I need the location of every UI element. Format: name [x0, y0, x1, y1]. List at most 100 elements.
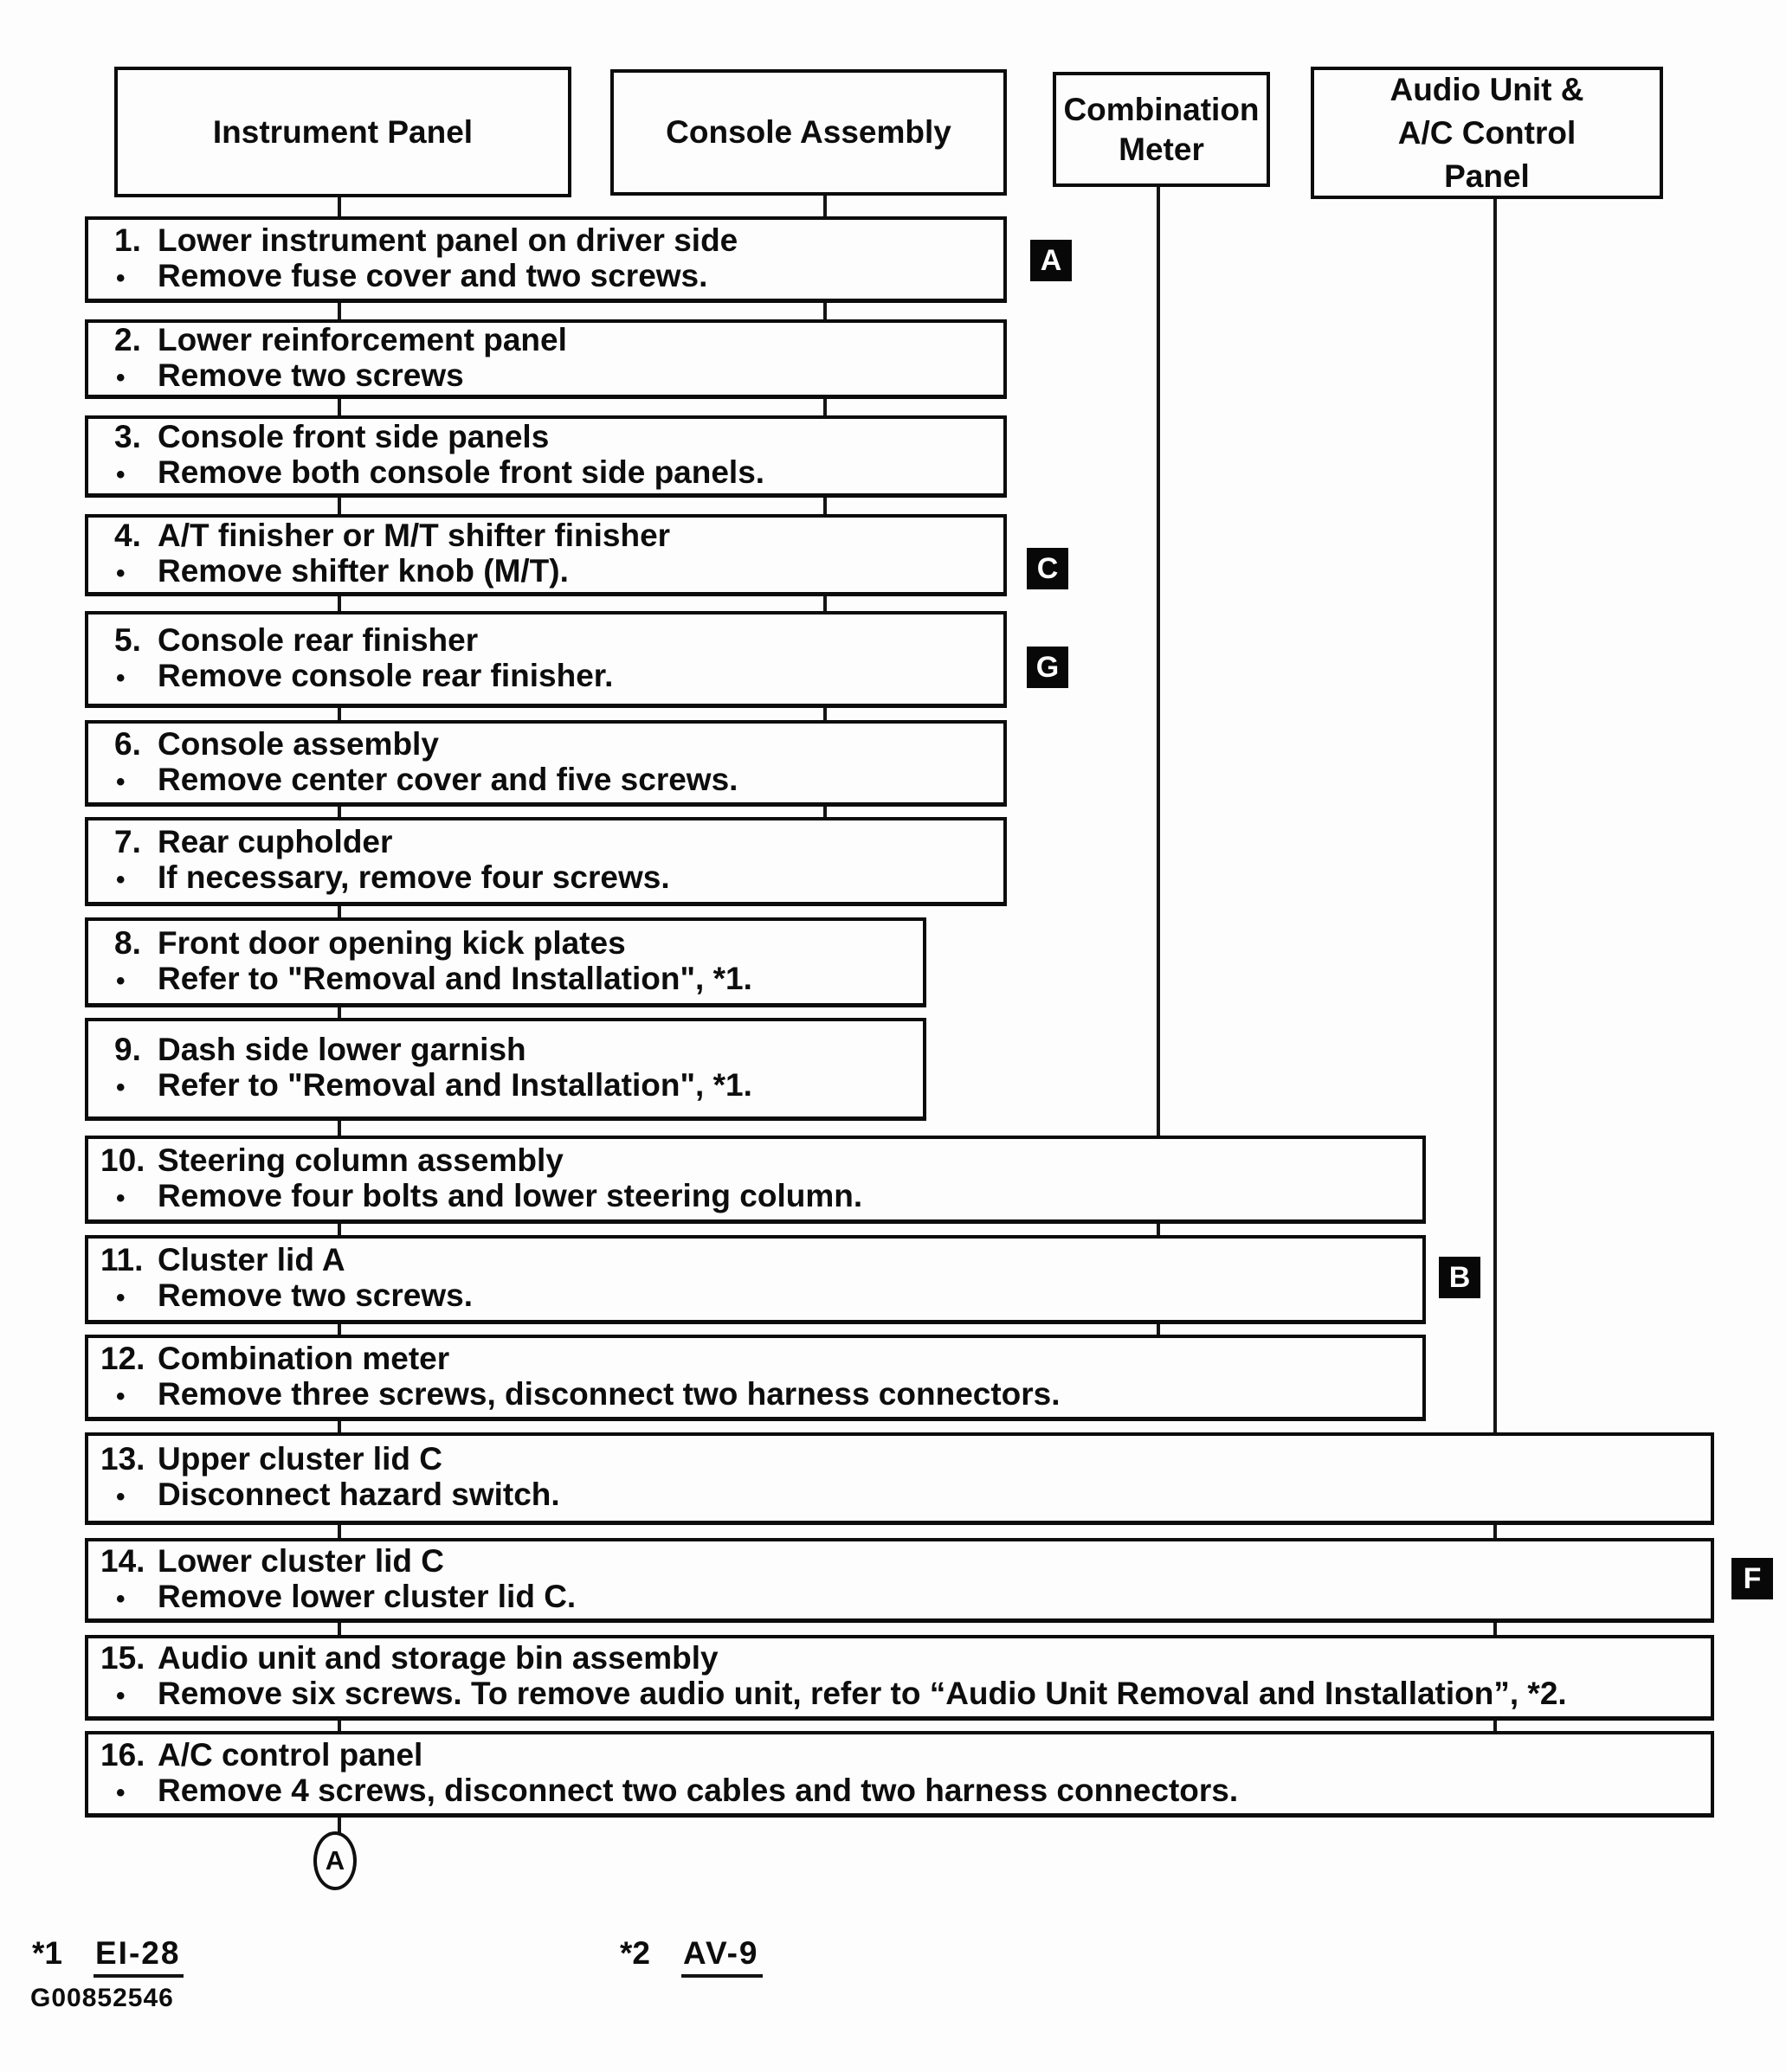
bullet-icon: •: [116, 1073, 126, 1102]
step-box-15: 15.Audio unit and storage bin assembly •…: [85, 1635, 1714, 1721]
bullet-icon: •: [116, 559, 126, 588]
step-number: 5.: [114, 621, 141, 658]
header-label: Console Assembly: [666, 114, 951, 150]
step-instruction: Remove three screws, disconnect two harn…: [158, 1375, 1061, 1412]
step-number: 1.: [114, 222, 141, 258]
step-box-8: 8.Front door opening kick plates •Refer …: [85, 917, 926, 1007]
header-label: Instrument Panel: [212, 113, 474, 150]
step-instruction: Remove both console front side panels.: [158, 454, 765, 490]
step-number: 3.: [114, 419, 141, 454]
section-tag-g: G: [1027, 647, 1068, 688]
footnote-marker: *1: [32, 1935, 62, 1971]
step-number: 9.: [114, 1032, 141, 1067]
step-box-13: 13. Upper cluster lid C • Disconnect hazar…: [85, 1432, 1714, 1525]
step-number: 6.: [114, 725, 141, 762]
step-number: 14.: [100, 1542, 145, 1579]
step-number: 11.: [100, 1242, 144, 1277]
step-box-12: 12. Combination meter • Remove three screw…: [85, 1335, 1426, 1421]
step-instruction: Remove 4 screws, disconnect two cables a…: [158, 1772, 1239, 1808]
section-tag-c: C: [1027, 548, 1068, 589]
combination-meter-connector-line: [1157, 187, 1160, 1336]
bullet-icon: •: [116, 663, 126, 692]
footnote-page-link[interactable]: EI-28: [93, 1935, 184, 1978]
step-box-9: 9. Dash side lower garnish • Refer to "Rem…: [85, 1018, 926, 1121]
step-number: 7.: [114, 824, 141, 859]
step-box-6: 6. Console assembly • Remove center cover …: [85, 720, 1007, 807]
step-box-3: 3. Console front side panels • Remove both…: [85, 415, 1007, 498]
figure-code: G00852546: [30, 1984, 174, 2012]
bullet-icon: •: [116, 1381, 126, 1411]
step-title: Cluster lid A: [158, 1242, 345, 1277]
step-box-1: 1.Lower instrument panel on driver side …: [85, 216, 1007, 303]
step-instruction: Remove six screws. To remove audio unit,…: [158, 1676, 1567, 1711]
step-title: Console front side panels: [158, 419, 550, 454]
bullet-icon: •: [116, 966, 126, 995]
step-box-4: 4. A/T finisher or M/T shifter finisher •…: [85, 514, 1007, 596]
step-title: Audio unit and storage bin assembly: [158, 1640, 719, 1676]
step-title: Combination meter: [158, 1340, 450, 1376]
step-title: Console assembly: [158, 725, 439, 762]
continuation-label: A: [325, 1845, 345, 1876]
bullet-icon: •: [116, 1584, 126, 1613]
step-box-5: 5.Console rear finisher •Remove console …: [85, 611, 1007, 708]
step-number: 10.: [100, 1142, 145, 1178]
step-number: 12.: [100, 1340, 145, 1376]
step-number: 15.: [100, 1640, 145, 1676]
step-box-2: 2. Lower reinforcement panel • Remove two …: [85, 319, 1007, 399]
step-title: Front door opening kick plates: [158, 924, 626, 961]
step-instruction: If necessary, remove four screws.: [158, 859, 670, 895]
footnote-marker: *2: [620, 1935, 650, 1971]
step-title: Rear cupholder: [158, 824, 393, 859]
step-number: 8.: [114, 924, 141, 961]
step-box-16: 16.A/C control panel •Remove 4 screws, d…: [85, 1731, 1714, 1818]
console-assembly-connector-line: [823, 196, 827, 819]
step-title: Dash side lower garnish: [158, 1032, 526, 1067]
step-box-11: 11. Cluster lid A • Remove two screws.: [85, 1235, 1426, 1324]
step-title: A/C control panel: [158, 1736, 423, 1773]
instrument-panel-connector-line: [338, 197, 341, 1833]
section-tag-a: A: [1030, 240, 1072, 281]
step-title: Lower instrument panel on driver side: [158, 222, 738, 258]
footnote-page-link[interactable]: AV-9: [680, 1935, 763, 1978]
step-instruction: Remove four bolts and lower steering col…: [158, 1177, 863, 1213]
step-number: 2.: [114, 321, 141, 357]
bullet-icon: •: [116, 1183, 126, 1213]
header-label: Combination Meter: [1063, 91, 1260, 167]
step-number: 4.: [114, 518, 141, 553]
bullet-icon: •: [116, 865, 126, 894]
header-box-console-assembly: Console Assembly: [610, 69, 1007, 196]
step-box-10: 10. Steering column assembly • Remove four…: [85, 1136, 1426, 1224]
step-instruction: Disconnect hazard switch.: [158, 1477, 560, 1512]
footnote-2: *2 AV-9: [620, 1935, 763, 1978]
bullet-icon: •: [116, 263, 126, 293]
step-instruction: Refer to "Removal and Installation", *1.: [158, 1067, 752, 1103]
step-instruction: Remove two screws.: [158, 1277, 473, 1313]
bullet-icon: •: [116, 1778, 126, 1807]
step-title: Lower reinforcement panel: [158, 321, 567, 357]
bullet-icon: •: [116, 363, 126, 392]
header-box-audio-ac-panel: Audio Unit & A/C Control Panel: [1311, 67, 1663, 199]
step-title: Console rear finisher: [158, 621, 479, 658]
step-title: Steering column assembly: [158, 1142, 564, 1178]
step-instruction: Remove center cover and five screws.: [158, 761, 738, 797]
step-title: Upper cluster lid C: [158, 1441, 442, 1477]
header-box-instrument-panel: Instrument Panel: [114, 67, 571, 197]
bullet-icon: •: [116, 767, 126, 796]
step-instruction: Remove shifter knob (M/T).: [158, 553, 569, 589]
audio-unit-connector-line: [1493, 199, 1497, 1733]
bullet-icon: •: [116, 1284, 126, 1312]
step-number: 13.: [100, 1441, 145, 1477]
bullet-icon: •: [116, 460, 126, 489]
step-instruction: Remove lower cluster lid C.: [158, 1578, 577, 1614]
section-tag-f: F: [1731, 1558, 1773, 1599]
header-box-combination-meter: Combination Meter: [1053, 72, 1270, 187]
footnote-1: *1 EI-28: [32, 1935, 184, 1978]
bullet-icon: •: [116, 1483, 126, 1511]
step-instruction: Remove two screws: [158, 357, 464, 393]
section-tag-b: B: [1439, 1257, 1480, 1298]
step-box-7: 7. Rear cupholder • If necessary, remove f…: [85, 817, 1007, 906]
step-title: A/T finisher or M/T shifter finisher: [158, 518, 671, 553]
header-label: Audio Unit & A/C Control Panel: [1389, 71, 1584, 194]
step-box-14: 14.Lower cluster lid C •Remove lower clu…: [85, 1538, 1714, 1623]
